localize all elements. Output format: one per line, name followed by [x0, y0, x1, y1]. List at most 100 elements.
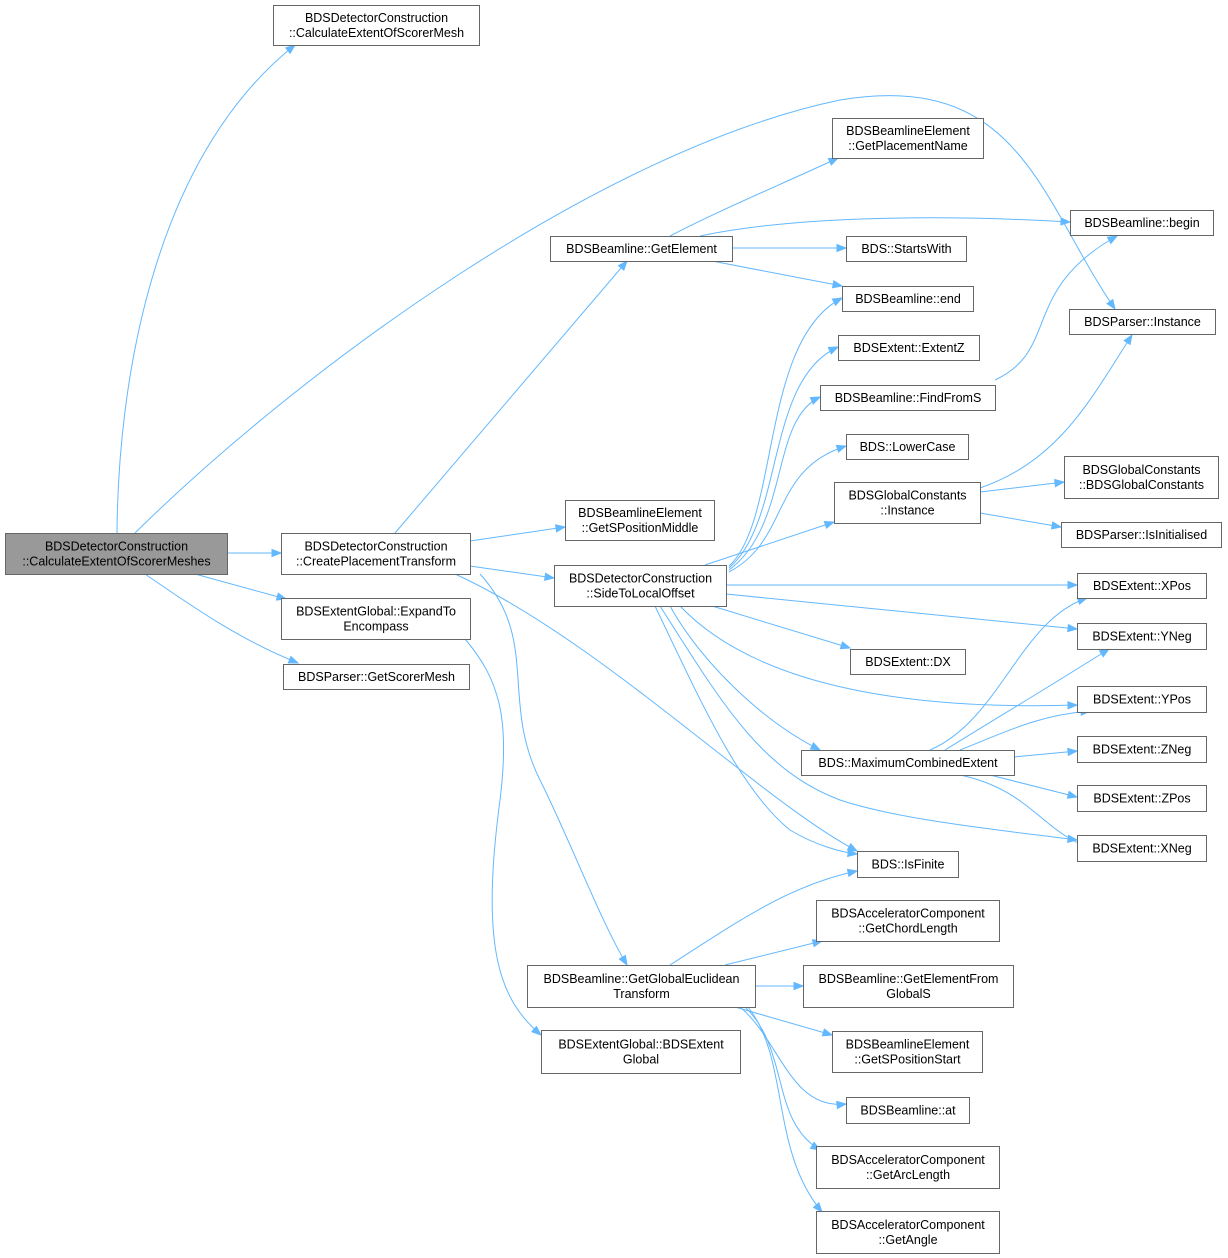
node-gcCtor[interactable]: BDSGlobalConstants::BDSGlobalConstants — [1064, 456, 1219, 499]
node-getSPosMid[interactable]: BDSBeamlineElement::GetSPositionMiddle — [565, 500, 715, 541]
arrowhead — [835, 444, 848, 453]
node-findFromS[interactable]: BDSBeamline::FindFromS — [820, 385, 996, 411]
edge-gcInstance-parserInst — [979, 333, 1133, 489]
arrowhead — [836, 243, 848, 253]
edge-getGlobalEucl-blAt — [739, 1006, 848, 1110]
node-xPos[interactable]: BDSExtent::XPos — [1077, 573, 1207, 599]
node-sPosStart[interactable]: BDSBeamlineElement::GetSPositionStart — [832, 1031, 983, 1073]
edge-createPT-isFinite — [454, 573, 859, 852]
node-label: BDSAcceleratorComponent — [831, 1153, 985, 1167]
node-label: BDSAcceleratorComponent — [831, 1218, 985, 1232]
node-lowerCase[interactable]: BDS::LowerCase — [846, 434, 969, 460]
node-label: BDSDetectorConstruction — [45, 540, 188, 554]
node-dx[interactable]: BDSExtent::DX — [850, 649, 966, 675]
node-box — [554, 565, 727, 607]
node-label: BDSBeamline::GetGlobalEuclidean — [544, 972, 740, 986]
node-box — [832, 118, 984, 159]
node-box — [550, 236, 733, 262]
arrowhead — [617, 259, 628, 271]
edge-root-calcMesh — [116, 44, 297, 534]
edge-line — [479, 573, 628, 966]
edge-line — [654, 605, 858, 855]
edge-createPT-getElement — [394, 259, 628, 534]
edge-line — [979, 481, 1065, 493]
node-startsWith[interactable]: BDS::StartsWith — [846, 236, 967, 262]
edge-line — [194, 573, 287, 600]
node-label: BDSExtent::ZNeg — [1093, 743, 1192, 757]
arrowhead — [846, 868, 859, 878]
edge-getGlobalEucl-elemFromS — [755, 981, 805, 991]
node-root[interactable]: BDSDetectorConstruction::CalculateExtent… — [5, 533, 228, 575]
edge-sideToLocal-isFinite — [654, 605, 859, 858]
node-createPT[interactable]: BDSDetectorConstruction::CreatePlacement… — [281, 533, 471, 575]
edge-line — [469, 526, 566, 542]
node-label: Global — [623, 1053, 659, 1067]
edge-root-getScorer — [144, 573, 300, 664]
arrowhead — [287, 655, 300, 664]
arrowhead — [839, 641, 852, 650]
node-label: ::SideToLocalOffset — [586, 587, 695, 601]
arrowhead — [827, 157, 840, 166]
edge-line — [711, 260, 843, 287]
node-label: BDSExtent::ZPos — [1093, 792, 1190, 806]
edge-line — [728, 445, 847, 573]
node-getAngle[interactable]: BDSAcceleratorComponent::GetAngle — [816, 1211, 1000, 1254]
node-yNeg[interactable]: BDSExtent::YNeg — [1077, 623, 1207, 650]
node-getScorer[interactable]: BDSParser::GetScorerMesh — [283, 664, 470, 690]
node-getPlacement[interactable]: BDSBeamlineElement::GetPlacementName — [832, 118, 984, 159]
node-blBegin[interactable]: BDSBeamline::begin — [1070, 210, 1214, 236]
node-box — [838, 335, 980, 361]
node-isFinite[interactable]: BDS::IsFinite — [857, 851, 959, 878]
node-box — [832, 1031, 983, 1073]
node-blAt[interactable]: BDSBeamline::at — [846, 1097, 970, 1124]
arrowhead — [554, 524, 567, 533]
node-box — [846, 1097, 970, 1124]
arrowhead — [831, 280, 844, 289]
node-sideToLocal[interactable]: BDSDetectorConstruction::SideToLocalOffs… — [554, 565, 727, 607]
node-getElement[interactable]: BDSBeamline::GetElement — [550, 236, 733, 262]
edge-line — [1013, 750, 1078, 758]
edge-line — [454, 573, 858, 852]
node-yPos[interactable]: BDSExtent::YPos — [1077, 686, 1207, 713]
edge-sideToLocal-blEnd — [728, 297, 844, 567]
node-box — [834, 482, 981, 524]
arrowhead — [1066, 790, 1079, 799]
node-box — [281, 598, 471, 640]
node-box — [842, 286, 974, 312]
node-parserInst[interactable]: BDSParser::Instance — [1069, 309, 1216, 335]
node-label: ::GetAngle — [878, 1233, 937, 1247]
edge-line — [989, 774, 1078, 798]
edge-line — [724, 940, 823, 966]
node-calcMesh[interactable]: BDSDetectorConstruction::CalculateExtent… — [273, 5, 480, 46]
edge-findFromS-blBegin — [994, 235, 1119, 381]
node-maxComb[interactable]: BDS::MaximumCombinedExtent — [801, 750, 1015, 776]
node-extentGlobal[interactable]: BDSExtentGlobal::BDSExtentGlobal — [541, 1030, 741, 1074]
node-arcLen[interactable]: BDSAcceleratorComponent::GetArcLength — [816, 1146, 1000, 1189]
node-extentZ[interactable]: BDSExtent::ExtentZ — [838, 335, 980, 361]
edge-sideToLocal-xPos — [726, 580, 1079, 590]
edge-line — [469, 565, 555, 579]
node-label: BDS::StartsWith — [861, 242, 951, 256]
node-isInit[interactable]: BDSParser::IsInitialised — [1061, 522, 1222, 548]
node-label: GlobalS — [886, 987, 930, 1001]
node-xNeg[interactable]: BDSExtent::XNeg — [1077, 835, 1207, 862]
arrowhead — [1060, 217, 1072, 226]
node-zNeg[interactable]: BDSExtent::ZNeg — [1077, 736, 1207, 763]
edge-line — [747, 1006, 823, 1213]
node-box — [1077, 785, 1207, 812]
node-box — [283, 664, 470, 690]
arrowhead — [823, 520, 836, 530]
edge-maxComb-zNeg — [1013, 747, 1079, 758]
node-blEnd[interactable]: BDSBeamline::end — [842, 286, 974, 312]
arrowhead — [809, 396, 822, 405]
node-chordLen[interactable]: BDSAcceleratorComponent::GetChordLength — [816, 900, 1000, 942]
node-label: BDSAcceleratorComponent — [831, 907, 985, 921]
node-zPos[interactable]: BDSExtent::ZPos — [1077, 785, 1207, 812]
arrowhead — [618, 954, 628, 967]
node-label: BDSExtentGlobal::BDSExtent — [558, 1038, 724, 1052]
node-gcInstance[interactable]: BDSGlobalConstants::Instance — [834, 482, 981, 524]
